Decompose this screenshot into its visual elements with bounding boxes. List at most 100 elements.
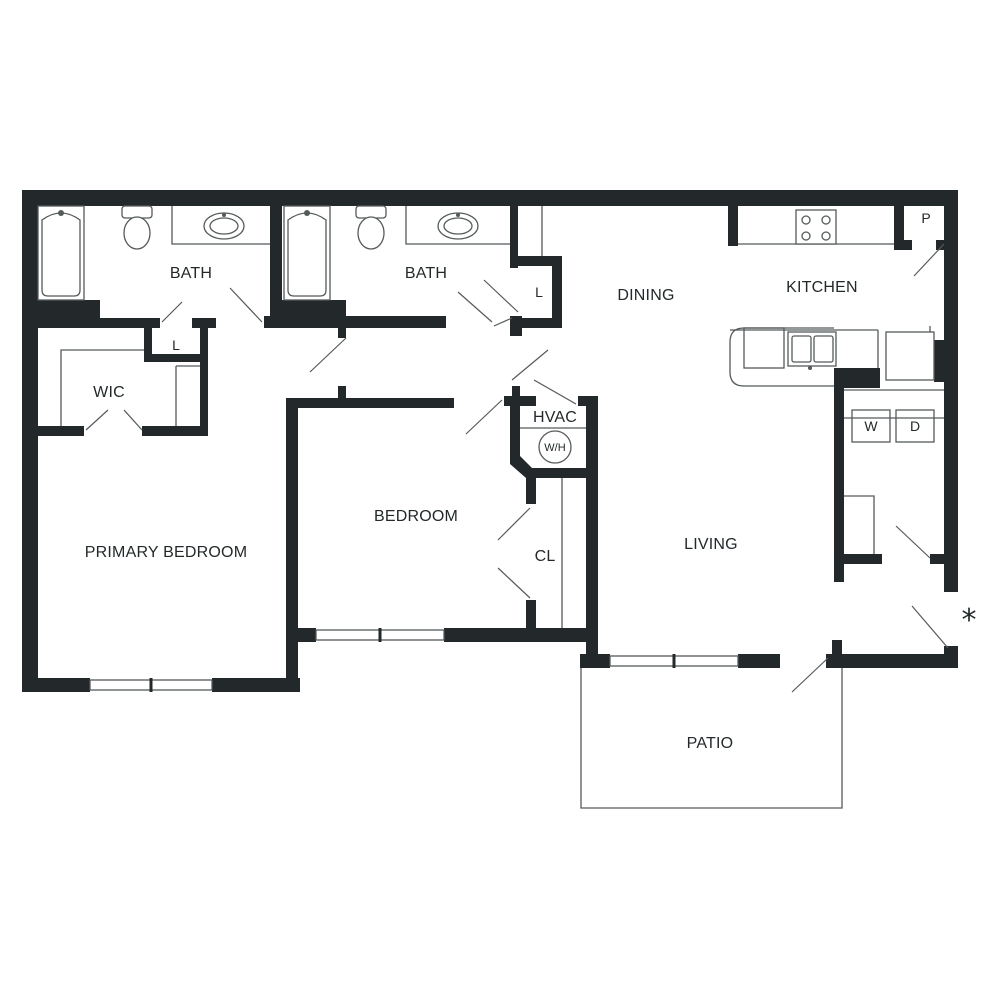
label-pantry: P <box>921 210 930 226</box>
wall-linen-right-side <box>552 256 562 328</box>
wall-bath-divider <box>270 190 282 326</box>
wall-bath-left-bottom <box>22 318 160 328</box>
label-hvac: HVAC <box>533 409 577 426</box>
doors <box>85 243 949 693</box>
wall-living-bottom-right <box>826 654 958 668</box>
label-linen-left: L <box>172 337 180 353</box>
door-primary-bedroom <box>309 337 347 373</box>
door-pantry <box>913 243 945 277</box>
wall-living-bottom-mid <box>738 654 780 668</box>
wall-living-bottom-left <box>580 654 610 668</box>
wall-wic-bottom-left <box>22 426 84 436</box>
toilet-right <box>355 205 387 250</box>
wall-hvac-bottom <box>526 468 598 478</box>
wall-bedroom-bottom <box>444 628 596 642</box>
wall-linen-left-left <box>144 318 152 362</box>
bathtub-right <box>283 205 331 301</box>
label-primary-bedroom: PRIMARY BEDROOM <box>85 544 247 561</box>
label-living: LIVING <box>684 536 738 553</box>
wall-closet-right <box>586 396 598 668</box>
wall-bedroom-stub <box>286 628 316 642</box>
bath-sink-left <box>203 212 245 240</box>
label-bath-left: BATH <box>170 265 212 282</box>
label-dining: DINING <box>617 287 674 304</box>
wall-left <box>22 190 38 692</box>
wall-linen-right-stub <box>510 316 522 336</box>
door-wic-left <box>85 409 109 431</box>
wall-pantry-right-stub <box>936 240 948 250</box>
wall-tub-right-base <box>282 300 346 322</box>
toilet-left <box>121 205 153 250</box>
wall-bath-right-bottom-right <box>346 316 446 328</box>
label-bedroom: BEDROOM <box>374 508 458 525</box>
patio-outline <box>580 668 843 809</box>
stove <box>795 209 837 245</box>
door-laundry <box>895 525 931 559</box>
wall-linen-right-bottom <box>522 318 562 328</box>
label-dryer: D <box>910 418 920 434</box>
wall-linen-left-right <box>200 318 208 436</box>
wall-laundry-left <box>834 368 844 582</box>
label-kitchen: KITCHEN <box>786 279 858 296</box>
door-bedroom <box>465 399 503 435</box>
wall-closet-left-bottom <box>526 600 536 642</box>
door-linen-right <box>483 279 519 313</box>
wall-right-exterior <box>944 190 958 592</box>
wall-linen-right-top-return <box>510 256 562 266</box>
wall-bedroom-top <box>286 398 454 408</box>
refrigerator <box>885 331 935 381</box>
label-bath-right: BATH <box>405 265 447 282</box>
wall-closet-left-top <box>526 468 536 504</box>
dishwasher <box>743 327 785 369</box>
wall-laundry-bottom <box>834 554 882 564</box>
laundry-shelf <box>844 495 875 554</box>
door-hvac <box>533 379 577 405</box>
label-wic: WIC <box>93 384 125 401</box>
door-bath-right <box>457 291 493 323</box>
labels: BATH BATH DINING KITCHEN P L L WIC HVAC … <box>85 210 977 752</box>
kitchen-island <box>729 327 834 387</box>
label-washer: W <box>864 418 878 434</box>
wall-bedroom-top-nub <box>338 386 346 400</box>
wall-kitchen-left-stub <box>728 206 738 246</box>
wall-linen-left-bottom <box>144 354 208 362</box>
door-wic-right <box>123 409 143 431</box>
wall-tub-left-base <box>38 300 100 322</box>
wall-wic-bottom-right <box>142 426 208 436</box>
door-bath-left <box>229 287 263 323</box>
door-patio <box>791 657 829 693</box>
door-closet-bottom <box>497 567 531 599</box>
wall-laundry-top <box>834 368 880 388</box>
bath-sink-right <box>437 212 479 240</box>
door-hall <box>511 349 549 381</box>
dryer <box>895 409 935 443</box>
label-linen-right: L <box>535 284 543 300</box>
wic-shelf <box>60 349 144 426</box>
wall-right-kitchen-jog <box>934 340 958 382</box>
bath-right-counter <box>405 206 510 245</box>
wall-hvac-left <box>510 396 520 462</box>
wall-linen-right-top <box>510 206 518 268</box>
door-entry <box>911 605 949 649</box>
wall-entry-post <box>944 646 958 668</box>
door-linen-right-2 <box>493 317 513 327</box>
entry-asterisk: * <box>962 603 977 638</box>
door-closet-top <box>497 507 531 541</box>
fixtures <box>37 205 944 809</box>
wall-top <box>22 190 958 206</box>
wall-pantry-bottom <box>894 240 912 250</box>
label-patio: PATIO <box>687 735 734 752</box>
washer <box>851 409 891 443</box>
wall-pantry-left <box>894 206 904 250</box>
wall-bottom-primary-left <box>22 678 90 692</box>
bath-left-counter <box>171 206 270 245</box>
walls <box>22 190 958 692</box>
door-linen-left <box>161 301 183 323</box>
water-heater <box>538 430 572 464</box>
label-water-heater: W/H <box>544 442 565 454</box>
wall-laundry-bottom-right <box>930 554 958 564</box>
wall-bottom-primary-right <box>212 678 300 692</box>
wall-primary-bedroom-divider <box>286 398 298 692</box>
